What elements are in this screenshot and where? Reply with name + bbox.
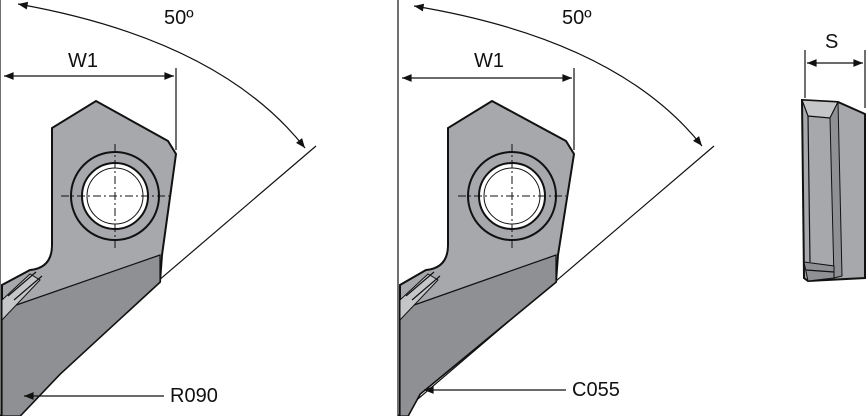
- left-view: 50º W1 R090: [0, 0, 317, 416]
- side-s-label: S: [825, 31, 838, 53]
- middle-angle-label: 50º: [562, 7, 592, 29]
- side-facet-line-2: [805, 269, 835, 273]
- middle-facet-line-1: [405, 271, 435, 297]
- left-angle-label: 50º: [164, 7, 194, 29]
- left-w1-label: W1: [68, 50, 98, 72]
- left-callout-label: R090: [170, 385, 218, 407]
- middle-w1-label: W1: [474, 50, 504, 72]
- side-facet-line-1: [807, 115, 811, 263]
- middle-view: 50º W1 C055: [397, 0, 715, 416]
- middle-insert-lower-facet: [399, 254, 557, 416]
- left-facet-line-1: [7, 271, 37, 297]
- side-insert-edge-facet: [829, 101, 843, 279]
- middle-callout-label: C055: [572, 379, 620, 401]
- left-facet-line-2: [13, 275, 43, 301]
- middle-facet-line-2: [411, 275, 441, 301]
- side-view: S: [800, 31, 866, 283]
- left-angle-arc: [17, 1, 306, 149]
- left-insert-lower-facet: [1, 254, 161, 416]
- middle-angle-arc: [413, 3, 703, 147]
